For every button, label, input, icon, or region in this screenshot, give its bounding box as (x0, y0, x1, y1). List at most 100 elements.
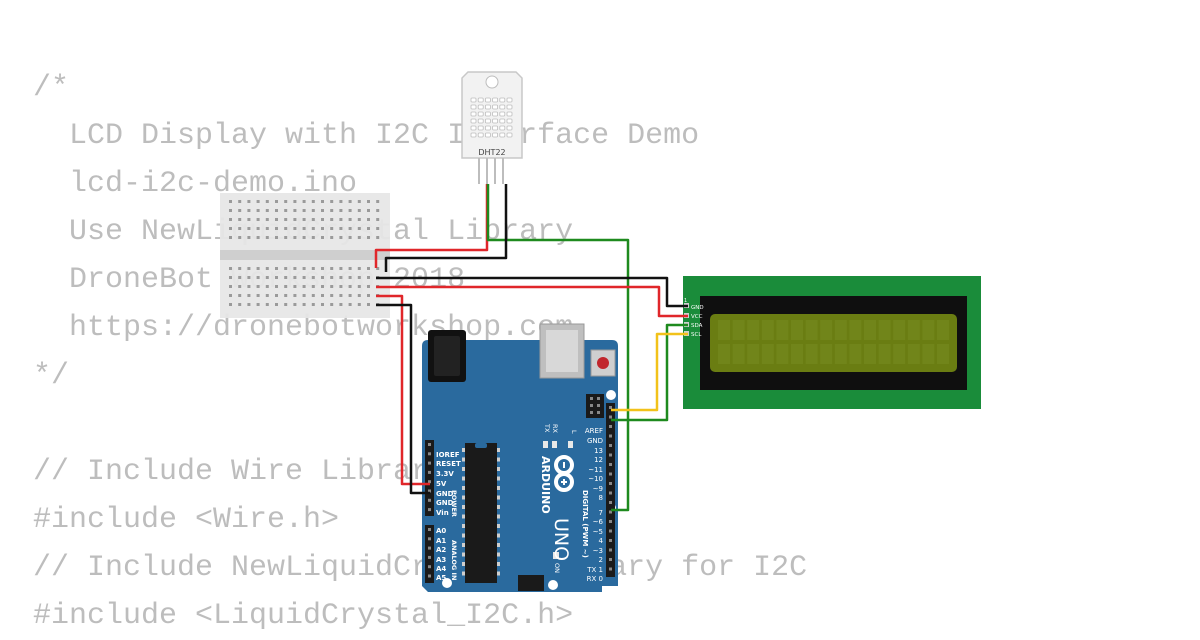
code-line: #include <Wire.h> (33, 503, 340, 537)
breadboard-hole (302, 209, 306, 212)
breadboard-hole (284, 294, 288, 297)
code-line: /* (33, 71, 70, 105)
dht22-mount-hole (485, 75, 499, 89)
breadboard-hole (311, 303, 315, 306)
wire-lcd-scl[interactable] (611, 332, 688, 412)
wire-dht-gnd[interactable] (384, 184, 508, 272)
pin-label-a0: A0 (436, 527, 446, 535)
lcd-cell (761, 344, 774, 364)
breadboard-hole (284, 209, 288, 212)
wire-lcd-vcc[interactable] (376, 285, 688, 318)
lcd-cell (907, 344, 920, 364)
arduino-uno-board[interactable]: IOREF RESET 3.3V 5V GND GND Vin A0 A1 A2… (422, 323, 618, 592)
breadboard-hole (367, 218, 370, 221)
breadboard-hole (275, 218, 278, 221)
breadboard-hole (311, 227, 315, 230)
breadboard-hole (302, 294, 306, 297)
chip-pin (497, 571, 500, 576)
breadboard-hole (357, 267, 361, 270)
wire-dht-data[interactable] (486, 184, 630, 512)
pin-label-d7: 7 (599, 509, 603, 517)
breadboard-hole (256, 236, 260, 239)
breadboard[interactable] (220, 193, 390, 318)
lcd-pin1-marker: 1 (684, 298, 687, 304)
pin-label-d0: RX 0 (587, 575, 603, 583)
breadboard-hole (348, 218, 352, 221)
header-hole (609, 415, 612, 419)
breadboard-hole (321, 303, 324, 306)
breadboard-hole (265, 209, 269, 212)
dht22-vent (484, 118, 491, 124)
lcd-display[interactable]: 1 GND VCC SDA SCL (683, 276, 981, 409)
code-line: #include <LiquidCrystal_I2C.h> (33, 599, 574, 633)
lcd-cell (878, 320, 891, 340)
breadboard-hole (275, 200, 278, 203)
breadboard-hole (376, 227, 380, 230)
wire-lcd-sda[interactable] (611, 323, 688, 422)
dht22-vent (492, 97, 499, 103)
breadboard-hole (339, 209, 343, 212)
breadboard-hole (256, 267, 260, 270)
wire-lcd-gnd[interactable] (376, 276, 688, 308)
breadboard-hole (238, 267, 242, 270)
lcd-cell (747, 344, 760, 364)
dht22-vent (470, 118, 477, 124)
breadboard-hole (311, 200, 315, 203)
header-hole (609, 425, 612, 428)
pin-label-3v3: 3.3V (436, 470, 454, 478)
breadboard-hole (229, 294, 232, 297)
pin-label-gnd-digital: GND (587, 437, 603, 445)
header-hole (609, 510, 612, 514)
dht22-pin (486, 158, 488, 184)
header-hole (609, 406, 612, 409)
wire-arduino-5v[interactable] (376, 294, 430, 486)
pin-label-a4: A4 (436, 565, 446, 573)
breadboard-hole (357, 276, 361, 279)
chip-pin (462, 457, 465, 462)
lcd-cell (791, 344, 803, 364)
dht22-vent (484, 111, 491, 117)
breadboard-hole (339, 303, 343, 306)
wire-dht-vcc[interactable] (374, 184, 489, 268)
breadboard-hole (376, 236, 380, 239)
breadboard-hole (357, 285, 361, 288)
breadboard-hole (367, 294, 370, 297)
on-led-label: ON (553, 563, 561, 573)
dht22-sensor[interactable]: DHT22 (461, 71, 523, 184)
breadboard-hole (357, 294, 361, 297)
chip-pin (462, 505, 465, 509)
breadboard-hole (321, 209, 324, 212)
analog-header (425, 525, 434, 583)
atmega-chip (465, 443, 497, 583)
dht22-vent (484, 125, 491, 131)
wire-arduino-gnd[interactable] (376, 303, 430, 495)
breadboard-hole (265, 227, 269, 230)
breadboard-hole (348, 294, 352, 297)
breadboard-hole (247, 285, 251, 288)
dht22-vent (470, 104, 477, 110)
mount-hole (606, 390, 616, 400)
breadboard-hole (265, 276, 269, 279)
lcd-cell (732, 344, 745, 364)
header-hole (609, 567, 612, 571)
breadboard-hole (302, 200, 306, 203)
lcd-cell (834, 320, 847, 340)
dht22-vent (499, 97, 506, 103)
header-hole (428, 443, 431, 446)
header-hole (609, 453, 612, 457)
chip-pin (462, 476, 465, 481)
dht22-vent (499, 125, 506, 131)
lcd-cell (791, 320, 803, 340)
breadboard-hole (238, 209, 242, 212)
breadboard-hole (367, 303, 370, 306)
dht22-vent (470, 97, 477, 103)
pin-label-d9: ~9 (593, 485, 603, 493)
chip-pin (462, 562, 465, 566)
chip-pin (462, 448, 465, 452)
breadboard-hole (348, 236, 352, 239)
lcd-cell (907, 320, 920, 340)
lcd-cell (893, 344, 906, 364)
breadboard-hole (321, 236, 324, 239)
pin-label-d6: ~6 (593, 518, 604, 526)
mount-hole (548, 580, 558, 590)
